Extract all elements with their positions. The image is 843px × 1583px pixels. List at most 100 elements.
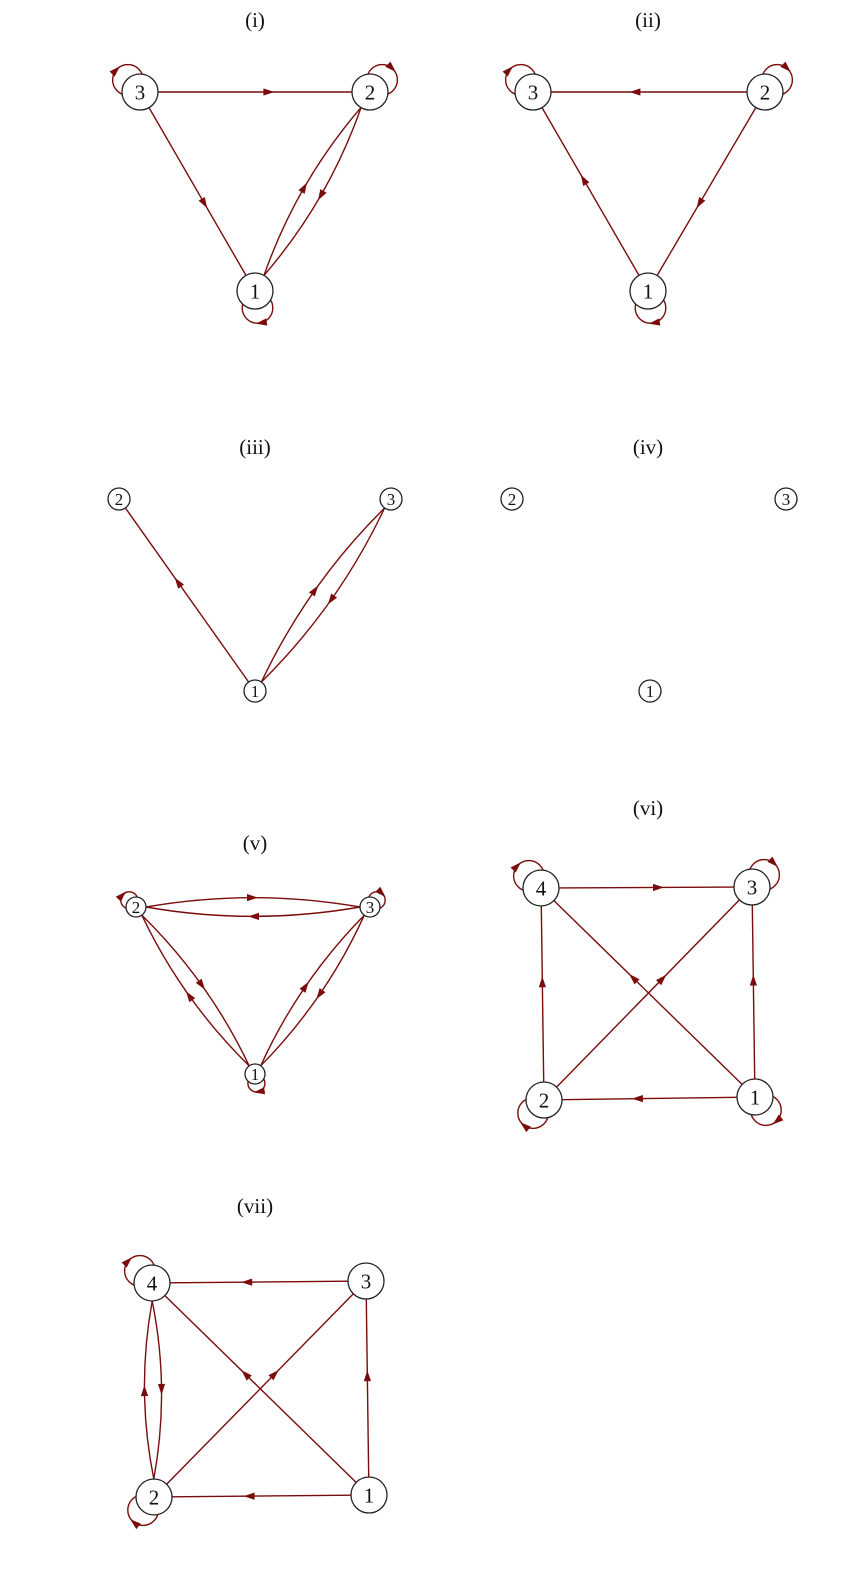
self-loop-arrowhead (255, 318, 268, 326)
node-4: 4 (133, 1264, 171, 1302)
edge-line (124, 507, 250, 683)
node-label: 4 (147, 1271, 158, 1295)
edge-arrowhead (299, 981, 309, 993)
edge-arrowhead (629, 88, 641, 96)
self-loop-arrowhead (767, 856, 778, 867)
edge-line (556, 899, 740, 1088)
panel-title: (iii) (239, 435, 271, 459)
node-circle (359, 896, 381, 918)
self-loop-arrowhead (520, 1122, 531, 1133)
node-label: 1 (251, 1065, 260, 1084)
self-loop-arrowhead (772, 1114, 784, 1125)
node-label: 2 (539, 1088, 550, 1112)
edge-4-to-3 (558, 883, 735, 892)
panel-title: (v) (243, 831, 268, 855)
node-circle (629, 272, 667, 310)
node-circle (121, 73, 159, 111)
edge-arrowhead (629, 974, 640, 985)
node-circle (746, 73, 784, 111)
edges (121, 1254, 371, 1530)
edge-arrowhead (656, 974, 667, 986)
edge-arrowhead (327, 593, 338, 605)
self-loop-arrowhead (253, 1087, 266, 1095)
edge-1-to-2 (561, 1095, 738, 1103)
edge-line (260, 914, 365, 1067)
panel-title: (i) (245, 8, 265, 32)
edge-line (541, 107, 640, 276)
node-3: 3 (774, 487, 798, 511)
node-circle (350, 1476, 388, 1514)
edge-line (260, 507, 386, 683)
panel-title: (ii) (635, 8, 661, 32)
node-3: 3 (359, 896, 381, 918)
self-loop-arrowhead (130, 1519, 141, 1530)
edge-3-to-2 (145, 906, 361, 920)
edge-arrowhead (653, 883, 664, 892)
node-circle (236, 272, 274, 310)
edge-arrowhead (298, 182, 307, 194)
edge-line (561, 1096, 738, 1101)
edge-1-to-3 (260, 914, 365, 1067)
edge-line (171, 1494, 352, 1498)
edge-arrowhead (632, 1095, 643, 1103)
edge-1-to-2 (171, 1492, 352, 1500)
node-label: 2 (115, 490, 124, 509)
node-2: 2 (125, 896, 147, 918)
edge-arrowhead (263, 88, 275, 96)
node-2: 2 (351, 73, 389, 111)
node-label: 2 (149, 1485, 160, 1509)
node-label: 1 (250, 279, 261, 303)
node-3: 3 (514, 73, 552, 111)
edge-2-to-3 (551, 88, 747, 96)
node-circle (525, 1081, 563, 1119)
edge-arrowhead (198, 197, 208, 209)
node-label: 2 (365, 80, 376, 104)
edge-arrowhead (140, 1385, 149, 1397)
edge-1-to-3 (363, 1298, 371, 1478)
edge-line (141, 914, 250, 1067)
edge-arrowhead (248, 912, 259, 920)
edges (502, 61, 794, 326)
edge-arrowhead (174, 577, 184, 589)
node-2: 2 (107, 487, 131, 511)
edge-2-to-1 (656, 107, 757, 276)
edge-arrowhead (696, 197, 706, 209)
node-2: 2 (135, 1478, 173, 1516)
edge-2-to-4 (140, 1300, 155, 1480)
edge-arrowhead (195, 978, 206, 990)
edge-arrowhead (363, 1370, 371, 1382)
panel-title: (vii) (237, 1194, 273, 1218)
edge-3-to-1 (148, 107, 247, 276)
edge-line (365, 1298, 370, 1478)
edge-line (263, 107, 362, 276)
node-label: 3 (782, 490, 791, 509)
node-circle (733, 868, 771, 906)
edge-line (141, 914, 250, 1067)
node-4: 4 (522, 869, 560, 907)
node-circle (500, 487, 524, 511)
edges (124, 507, 386, 683)
edge-1-to-4 (553, 900, 743, 1085)
self-loop-arrowhead (385, 61, 396, 72)
self-loop-arrowhead (115, 891, 127, 902)
node-1: 1 (236, 272, 274, 310)
edge-3-to-4 (169, 1278, 349, 1286)
node-2: 2 (500, 487, 524, 511)
node-1: 1 (638, 679, 662, 703)
edge-2-to-1 (263, 107, 362, 276)
node-1: 1 (244, 1063, 266, 1085)
node-circle (514, 73, 552, 111)
node-circle (638, 679, 662, 703)
edge-1-to-3 (541, 107, 640, 276)
edge-arrowhead (318, 189, 327, 201)
edge-1-to-4 (164, 1295, 357, 1483)
self-loop-arrowhead (510, 862, 521, 873)
self-loop-arrowhead (502, 66, 513, 77)
node-circle (107, 487, 131, 511)
edge-arrowhead (308, 585, 319, 597)
